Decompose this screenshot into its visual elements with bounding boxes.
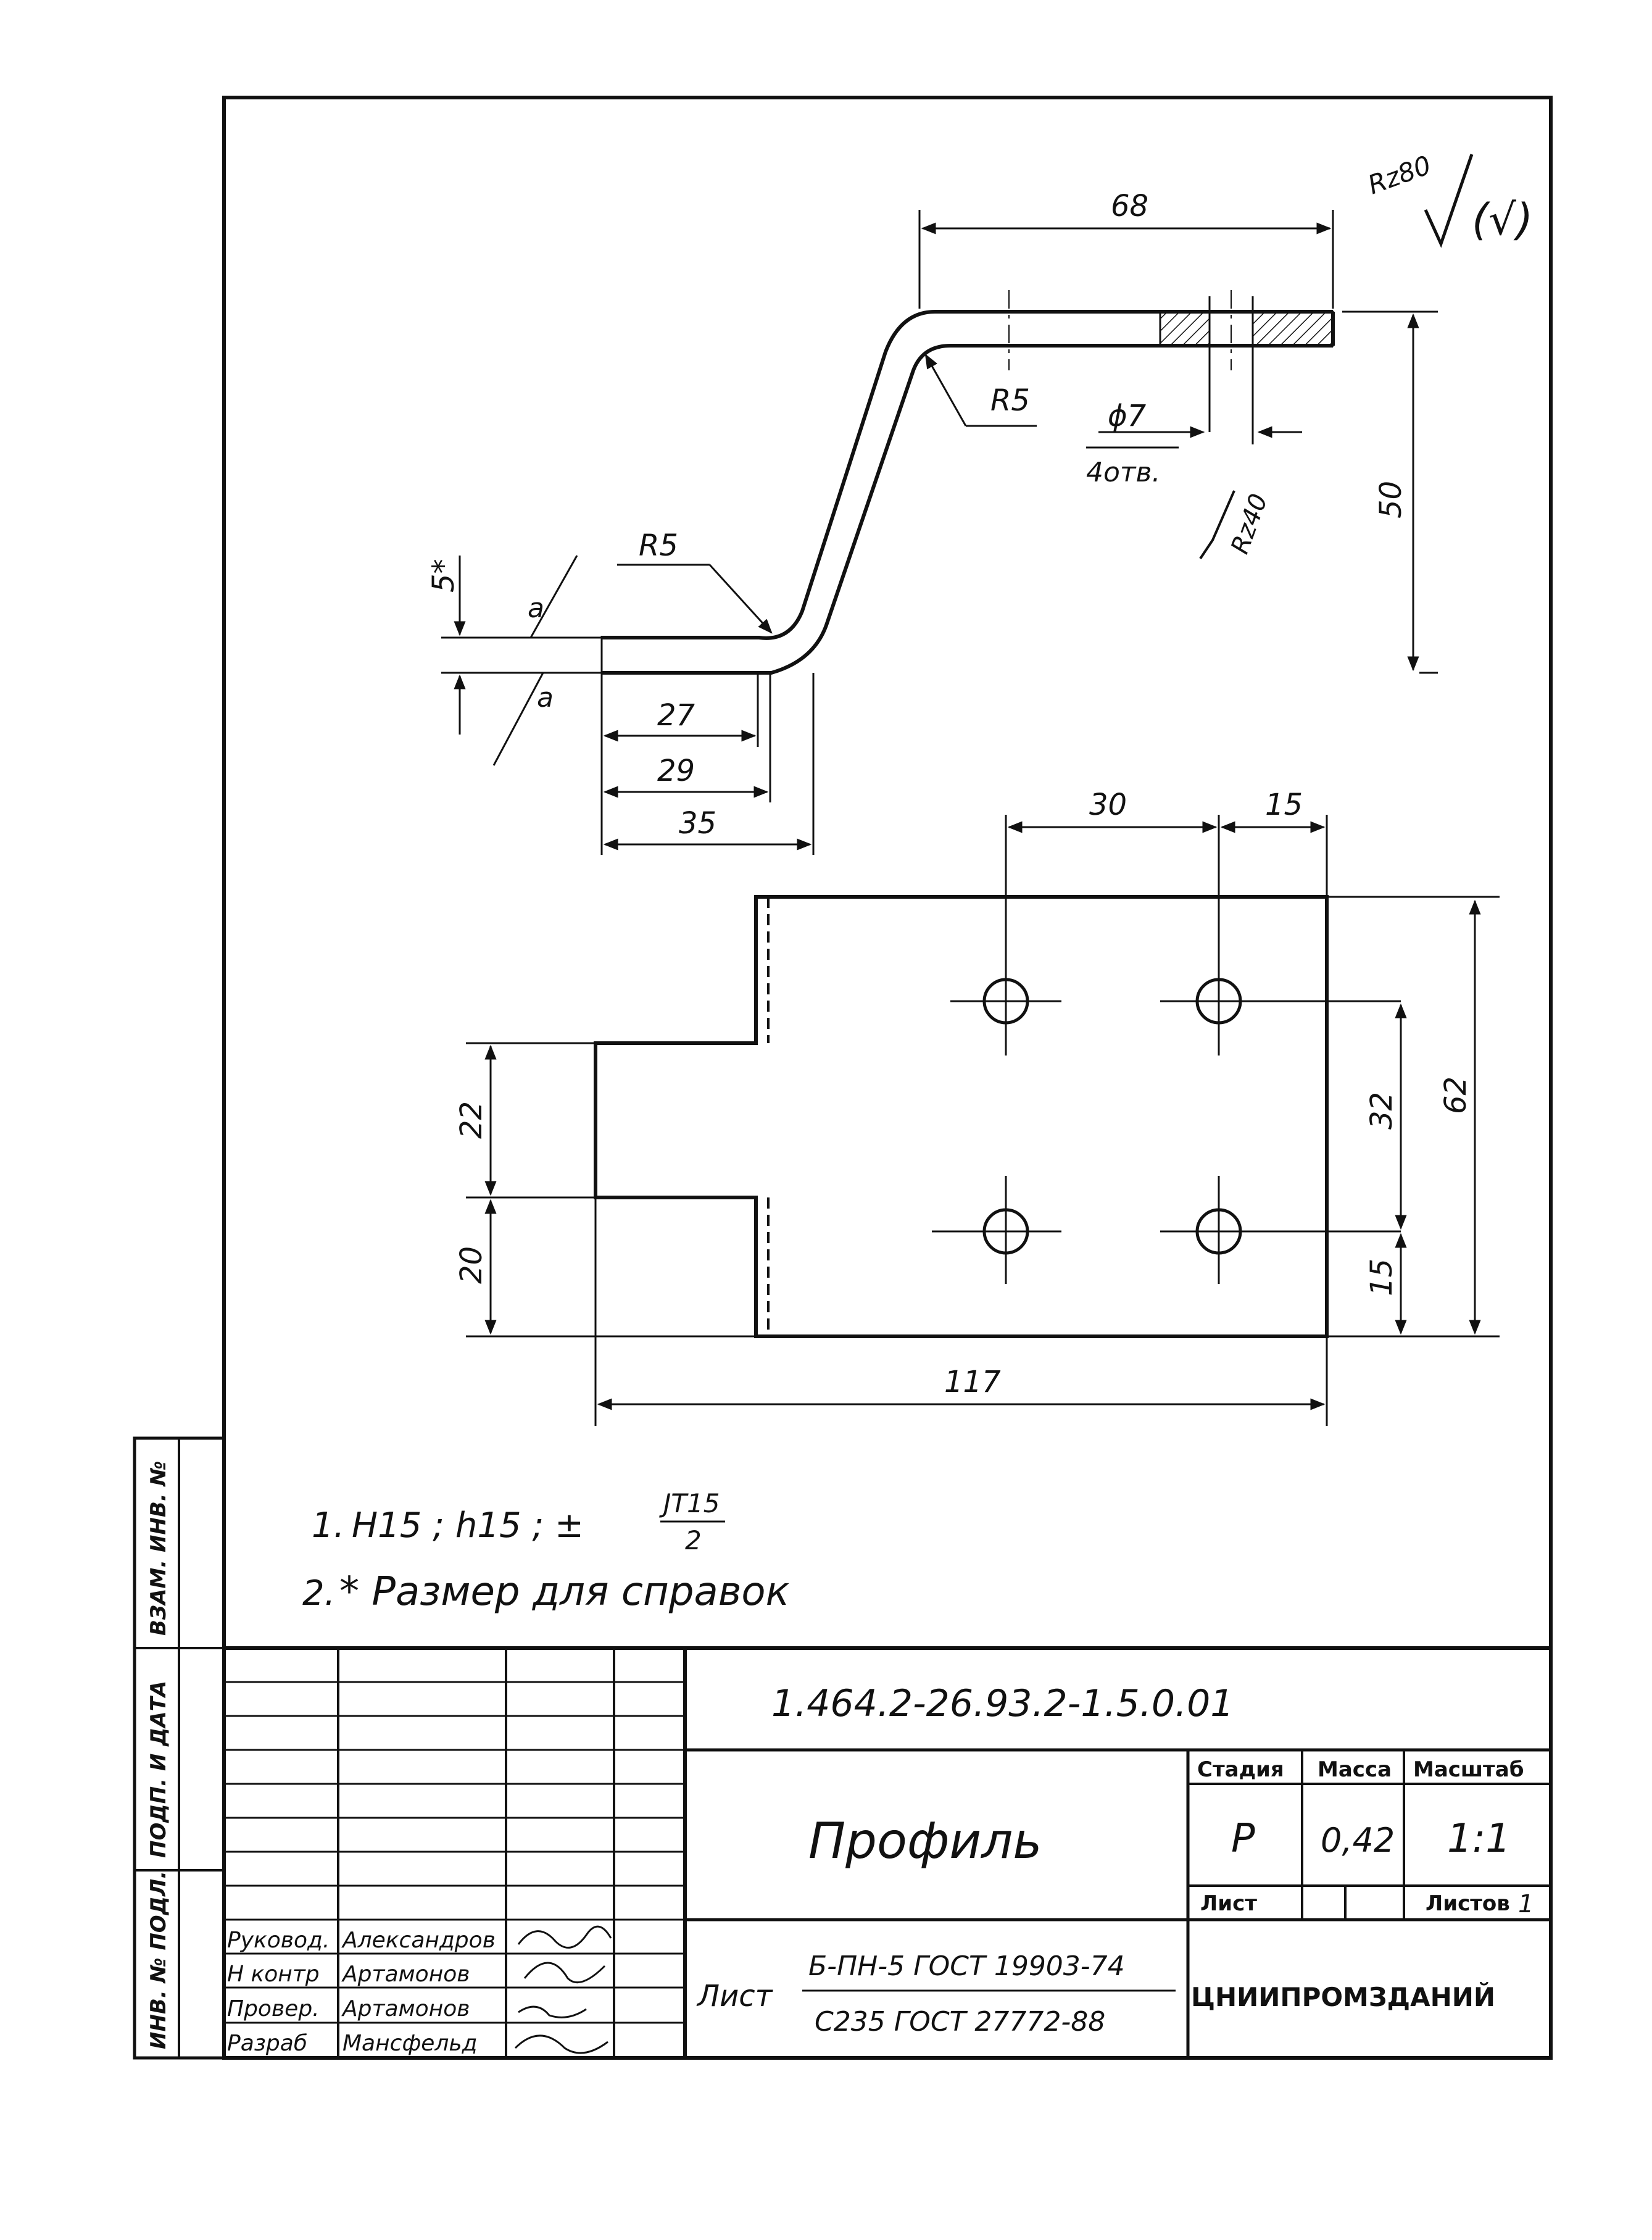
mark-a-top: a — [528, 593, 544, 624]
role-name: Артамонов — [341, 1996, 470, 2021]
stamp-podp-data: ПОДП. И ДАТА — [146, 1681, 171, 1858]
scale-label: Масштаб — [1413, 1757, 1524, 1782]
role-name: Мансфельд — [342, 2031, 478, 2056]
signature-scribble — [514, 1925, 612, 2054]
mass-value: 0,42 — [1321, 1821, 1395, 1860]
hole-diameter: ϕ7 — [1108, 399, 1147, 433]
side-view: 68 50 R5 ϕ7 4отв. Rz40 5* a a R5 — [426, 189, 1438, 855]
roughness-mark: Rz80 (√) — [1364, 150, 1533, 248]
role-name: Артамонов — [341, 1962, 470, 1987]
thickness-dim: 5* — [426, 559, 461, 593]
organization: ЦНИИПРОМЗДАНИЙ — [1191, 1981, 1495, 2012]
role-row: Руковод. Александров — [227, 1928, 496, 1953]
role-row: Провер. Артамонов — [227, 1996, 470, 2021]
stage-value: Р — [1231, 1816, 1255, 1862]
sheet-label: Лист — [1200, 1891, 1257, 1916]
hole-bottom-right — [1160, 1176, 1401, 1284]
dim-117: 117 — [944, 1365, 1001, 1399]
role-row: Н контр Артамонов — [227, 1962, 470, 1987]
material-label: Лист — [696, 1979, 774, 2013]
role-name: Александров — [341, 1928, 496, 1953]
scale-value: 1:1 — [1447, 1816, 1511, 1862]
drawing-frame — [222, 96, 1553, 2060]
hole-bottom-left — [932, 1176, 1061, 1284]
dim-15-right: 15 — [1364, 1259, 1399, 1296]
bend-radius-top: R5 — [990, 383, 1030, 418]
role-label: Н контр — [227, 1962, 320, 1987]
roughness-parens: (√) — [1472, 194, 1533, 245]
hole-top-right — [1160, 815, 1401, 1055]
note-1-frac-den: 2 — [685, 1525, 702, 1555]
hole-section-hatch-right — [1251, 310, 1334, 347]
note-2-text: * Размер для справок — [339, 1569, 790, 1615]
dim-15-top: 15 — [1265, 788, 1303, 822]
roughness-value: Rz80 — [1364, 150, 1435, 201]
sheets-value: 1 — [1518, 1890, 1534, 1918]
dim-35: 35 — [679, 806, 716, 841]
dim-32: 32 — [1364, 1092, 1399, 1130]
sheets-label: Листов — [1426, 1891, 1510, 1916]
hole-count: 4отв. — [1086, 457, 1160, 488]
bend-radius-bottom: R5 — [639, 528, 678, 563]
material-line-1: Б-ПН-5 ГОСТ 19903-74 — [808, 1951, 1125, 1982]
role-label: Провер. — [227, 1996, 320, 2021]
profile-outline — [602, 310, 1333, 640]
note-1-frac-num: JT15 — [659, 1488, 720, 1518]
dim-68: 68 — [1111, 189, 1148, 223]
stamp-inv-podl: ИНВ. № ПОДЛ. — [146, 1871, 171, 2049]
hole-top-left — [950, 815, 1061, 1055]
note-2-prefix: 2. — [302, 1573, 335, 1613]
dim-27: 27 — [657, 698, 695, 733]
stage-label: Стадия — [1197, 1757, 1284, 1782]
role-row: Разраб Мансфельд — [227, 2031, 478, 2056]
mark-a-bottom: a — [537, 682, 554, 714]
part-name: Профиль — [808, 1812, 1042, 1870]
side-stamp: ВЗАМ. ИНВ. № ПОДП. И ДАТА ИНВ. № ПОДЛ. — [133, 1436, 226, 2060]
plan-view: 30 15 62 32 15 22 20 117 — [454, 788, 1500, 1426]
dim-30: 30 — [1089, 788, 1127, 822]
document-number: 1.464.2-26.93.2-1.5.0.01 — [771, 1682, 1234, 1725]
plate-outline — [594, 895, 1329, 1338]
hole-section-hatch-left — [1159, 310, 1211, 347]
technical-notes: 1. H15 ; h15 ; ± JT15 2 2. * Размер для … — [302, 1488, 790, 1615]
mass-label: Масса — [1318, 1757, 1392, 1782]
note-1-prefix: 1. — [312, 1505, 344, 1546]
title-block: Руковод. Александров Н контр Артамонов П… — [224, 1646, 1551, 2058]
dim-50: 50 — [1374, 481, 1408, 518]
dim-20: 20 — [454, 1246, 489, 1284]
role-label: Разраб — [227, 2031, 307, 2056]
dim-62: 62 — [1438, 1076, 1473, 1114]
dim-29: 29 — [657, 754, 695, 788]
material-line-2: С235 ГОСТ 27772-88 — [815, 2006, 1105, 2038]
role-label: Руковод. — [227, 1928, 330, 1953]
dim-22: 22 — [454, 1101, 489, 1139]
roughness-hole: Rz40 — [1226, 490, 1273, 557]
note-1-text: H15 ; h15 ; ± — [352, 1505, 584, 1546]
stamp-vzam-inv: ВЗАМ. ИНВ. № — [146, 1461, 171, 1636]
